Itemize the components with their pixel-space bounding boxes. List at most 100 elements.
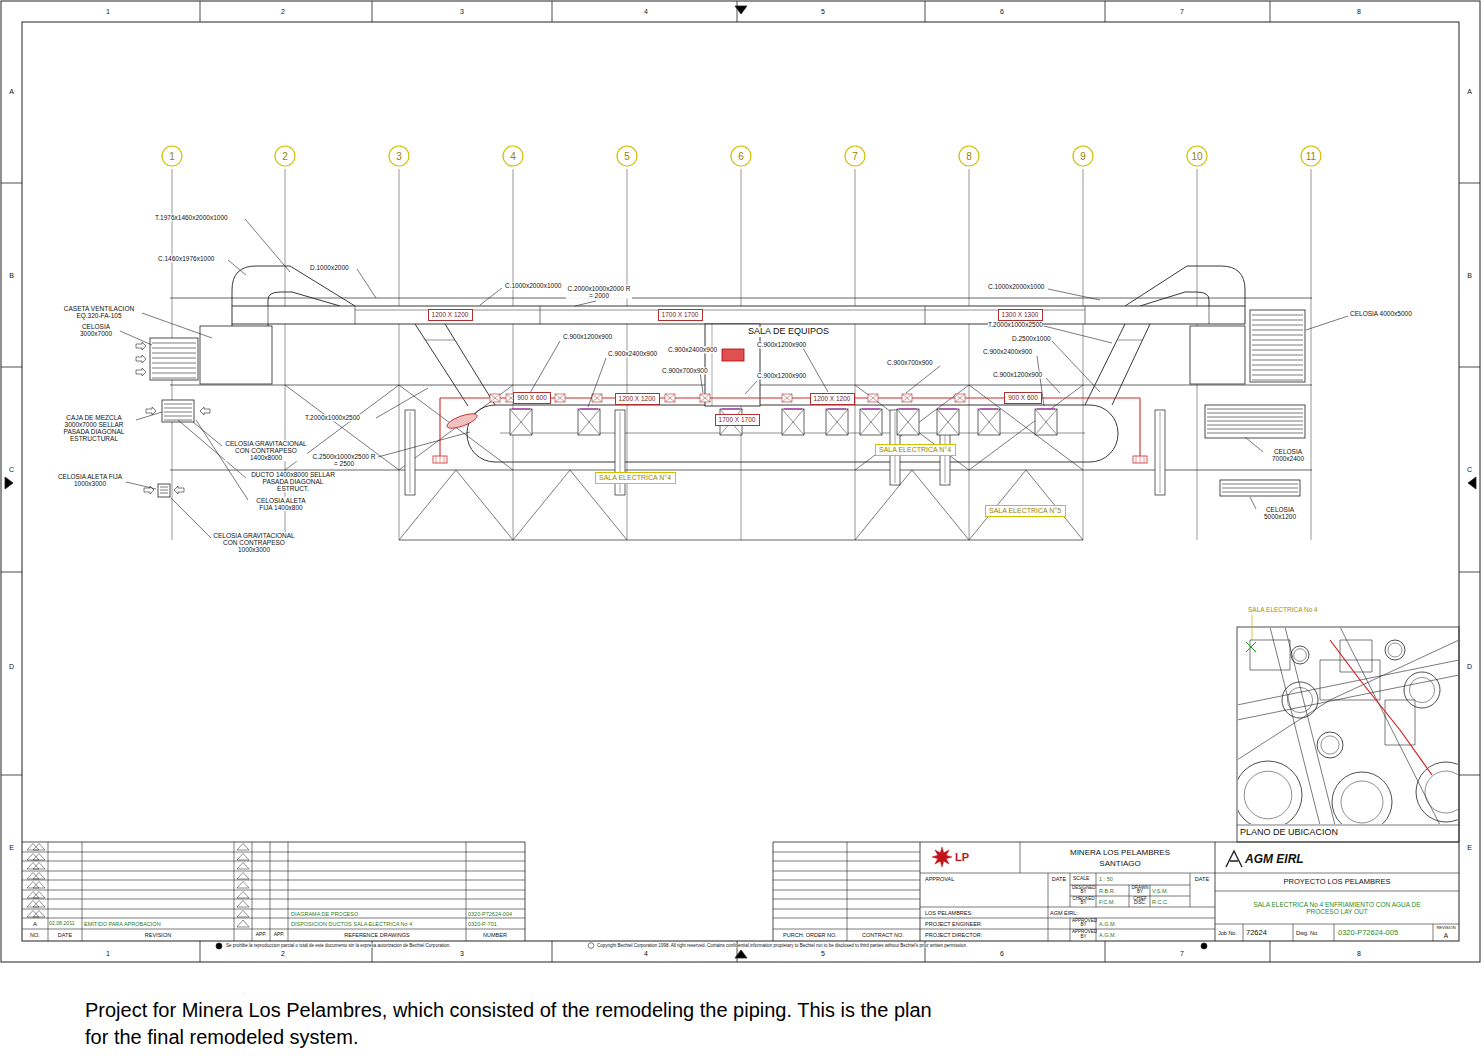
leader-line (575, 301, 596, 306)
leader-line (357, 269, 376, 298)
map-feature (1238, 675, 1458, 720)
pipe-manifold (1144, 456, 1145, 463)
revision-triangle (33, 863, 45, 870)
center-mark (735, 950, 747, 958)
transition-piece (445, 411, 478, 431)
box-cross (782, 394, 792, 402)
zone-marker: D (1467, 663, 1472, 671)
title-block-text: LOS PELAMBRES: (925, 909, 973, 915)
bubble-circle (162, 146, 182, 166)
zone-divider (1, 572, 22, 573)
title-block-text: A.G.M. (1099, 932, 1116, 938)
unit-coil (1037, 408, 1055, 409)
louver-slat (152, 353, 196, 354)
bubble-circle (1301, 146, 1321, 166)
duct-elbow (1185, 292, 1209, 306)
callout-text: T.2000x1000x2500 (988, 321, 1043, 328)
louver-slat (1252, 335, 1303, 336)
cooling-unit (1035, 409, 1057, 435)
revision-triangle (27, 882, 39, 889)
revision-triangle (27, 911, 39, 918)
node-text: 1 (169, 151, 175, 162)
louver-slat (164, 404, 192, 405)
table-line (525, 842, 526, 941)
grid-bubble: 4 (502, 145, 524, 167)
title-block-text: V.S.M. (1152, 887, 1168, 893)
bubble-circle (617, 146, 637, 166)
box-cross (782, 394, 792, 402)
callout-text: C.900x700x900 (887, 359, 933, 366)
zone-marker: 1 (106, 8, 110, 16)
box-cross (782, 409, 804, 435)
leader-line (1044, 326, 1112, 343)
duct-transition (290, 266, 355, 306)
cooling-unit (860, 409, 882, 435)
leader-line (245, 219, 290, 272)
node-text: 1300 X 1300 (1002, 311, 1039, 318)
table-line (847, 842, 848, 941)
bubble-circle (275, 146, 295, 166)
revision-triangle (33, 854, 45, 861)
box-cross (490, 394, 500, 402)
title-block-text: Job No. (1218, 929, 1237, 935)
bubble-circle (845, 146, 865, 166)
louver-slat (1252, 380, 1303, 381)
zone-divider (552, 941, 553, 962)
structural-column (405, 410, 415, 495)
table-line (1215, 842, 1216, 941)
zone-divider (1459, 367, 1480, 368)
callout-text: C.900x2400x900 (608, 350, 657, 357)
zone-marker: A (9, 88, 14, 96)
callout-text: C.900x1200x900 (757, 341, 806, 348)
revision-triangle (27, 892, 39, 899)
damper (868, 394, 878, 402)
revision-triangle (33, 911, 45, 918)
louver-slat (1252, 330, 1303, 331)
zone-marker: 6 (1000, 8, 1004, 16)
air-flow-arrow (146, 407, 156, 415)
node-text: 8 (966, 151, 972, 162)
table-line (920, 907, 1215, 908)
zone-marker: E (9, 844, 14, 852)
title-block-text: 72624 (1246, 928, 1267, 936)
callout-text: CELOSIA 3000x7000 (74, 323, 118, 337)
louver-slat (1207, 421, 1303, 422)
title-block-text: CHECKED BY (1072, 897, 1095, 907)
node-text: 11 (1306, 151, 1316, 162)
water-pipe (1139, 398, 1140, 456)
node-text: 1700 X 1700 (662, 311, 699, 318)
callout-text: C.900x700x900 (662, 367, 708, 374)
revision-triangle (27, 863, 39, 870)
title-block-text: DATE (1052, 876, 1066, 882)
leader-line (906, 366, 940, 393)
zone-divider (1459, 183, 1480, 184)
duct-joint (1118, 340, 1143, 341)
damper (555, 394, 565, 402)
zone-divider (1270, 941, 1271, 962)
title-block-text: AGM EIRL: (1050, 909, 1078, 915)
ventilation-house (1190, 326, 1245, 384)
map-feature (1250, 640, 1290, 670)
node-text: SALA ELECTRICA N°4 (879, 446, 951, 454)
callout-text: C.2500x1000x2500 R = 2500 (312, 453, 376, 467)
zone-divider (925, 1, 926, 22)
revision-triangle (237, 892, 249, 899)
cooling-unit (826, 409, 848, 435)
node-text: 1700 X 1700 (719, 416, 756, 423)
louver-slat (1252, 370, 1303, 371)
zone-marker: 7 (1180, 950, 1184, 958)
leader-line (376, 388, 428, 418)
table-line (1334, 924, 1335, 941)
pipe-manifold (1136, 456, 1137, 463)
bubble-circle (389, 146, 409, 166)
node-text: 7 (852, 151, 858, 162)
grid-bubble: 11 (1300, 145, 1322, 167)
bubble-circle (959, 146, 979, 166)
louver-slat (1222, 488, 1298, 489)
louver-slat (152, 343, 196, 344)
logo-text: AGM EIRL (1245, 853, 1304, 866)
leader-line (1245, 437, 1263, 452)
pipe-manifold (440, 456, 441, 463)
box-cross (700, 394, 710, 402)
table-line (22, 880, 525, 881)
